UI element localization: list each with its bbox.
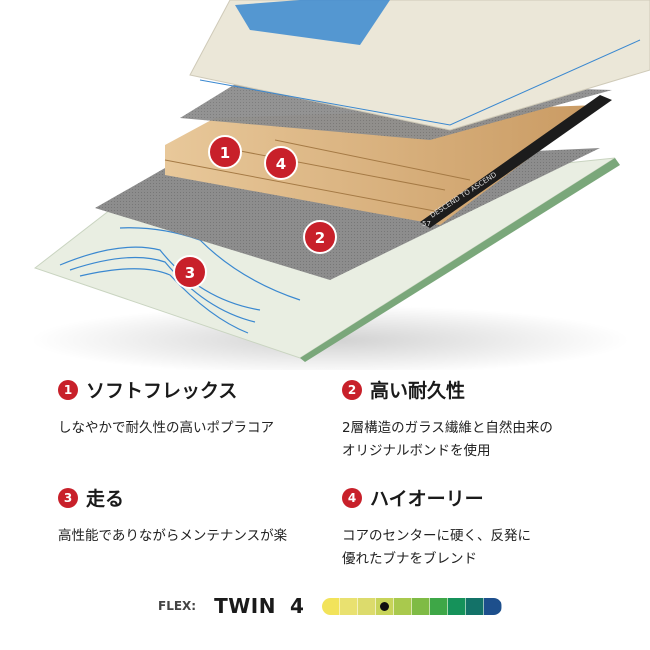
- flex-scale-bar: [321, 597, 502, 615]
- sidewall-strip: [420, 95, 612, 228]
- badge-3: 3: [173, 255, 207, 289]
- flex-value: 4: [289, 594, 304, 618]
- feature-number: 1: [58, 379, 78, 400]
- flex-segment: [339, 597, 358, 615]
- feature-desc: オリジナルボンドを使用: [342, 443, 491, 459]
- wood-core: [165, 105, 600, 225]
- flex-segment: [483, 597, 502, 615]
- flex-segment: [447, 597, 466, 615]
- feature-desc: コアのセンターに硬く、反発に: [342, 528, 531, 544]
- badge-4: 4: [264, 146, 298, 180]
- svg-text:3: 3: [185, 264, 195, 282]
- feature-soft-flex: 1 ソフトフレックス しなやかで耐久性の高いポプラコア: [58, 376, 274, 440]
- svg-text:1: 1: [220, 144, 230, 162]
- flex-indicator-dot: [380, 601, 390, 611]
- flex-segment: [411, 597, 430, 615]
- feature-title: 高い耐久性: [370, 380, 466, 402]
- feature-durability: 2 高い耐久性 2層構造のガラス繊維と自然由来のオリジナルボンドを使用: [342, 376, 553, 463]
- base-pattern: [59, 227, 301, 334]
- board-number: 57: [422, 220, 431, 228]
- feature-number: 3: [58, 487, 78, 508]
- feature-desc: しなやかで耐久性の高いポプラコア: [58, 420, 274, 436]
- flex-segment: [321, 597, 340, 615]
- flex-type: TWIN: [214, 594, 276, 618]
- top-sheet-logo: [235, 0, 390, 45]
- feature-number: 4: [342, 487, 362, 508]
- green-edge: [300, 158, 620, 362]
- feature-title: 走る: [86, 488, 125, 510]
- flex-segment: [465, 597, 484, 615]
- feature-desc: 高性能でありながらメンテナンスが楽: [58, 528, 288, 544]
- badge-1: 1: [208, 135, 242, 169]
- feature-title: ハイオーリー: [370, 488, 484, 510]
- flex-segment: [357, 597, 376, 615]
- badge-2: 2: [303, 220, 337, 254]
- feature-title: ソフトフレックス: [86, 380, 238, 402]
- feature-fast: 3 走る 高性能でありながらメンテナンスが楽: [58, 484, 287, 548]
- feature-desc: 2層構造のガラス繊維と自然由来の: [342, 420, 553, 436]
- flex-segment: [429, 597, 448, 615]
- board-layers-illustration: DESCEND TO ASCEND 57 1 4 2 3: [30, 0, 650, 370]
- feature-desc: 優れたブナをブレンド: [342, 551, 477, 567]
- svg-text:4: 4: [276, 155, 286, 173]
- flex-segment: [393, 597, 412, 615]
- flex-label: FLEX:: [158, 599, 197, 613]
- flex-rating: FLEX: TWIN 4: [158, 594, 502, 618]
- feature-number: 2: [342, 379, 362, 400]
- svg-text:2: 2: [315, 229, 325, 247]
- feature-high-ollie: 4 ハイオーリー コアのセンターに硬く、反発に優れたブナをブレンド: [342, 484, 531, 571]
